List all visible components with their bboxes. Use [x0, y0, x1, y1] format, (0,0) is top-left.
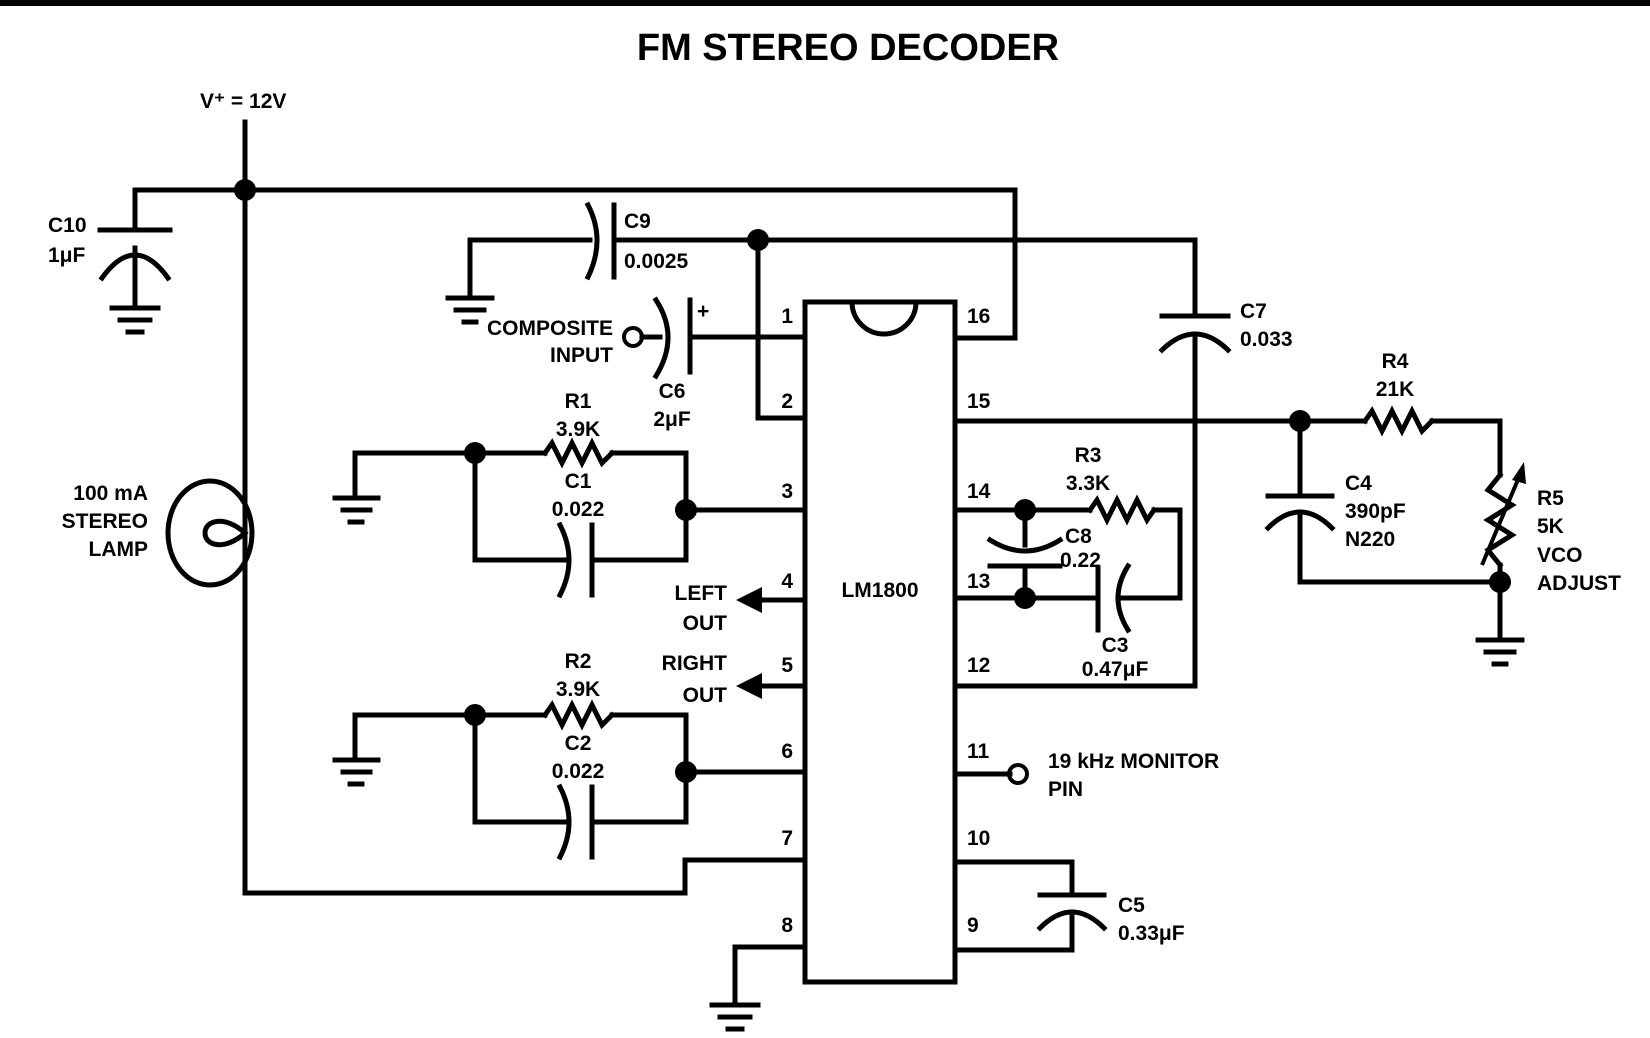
c10-ref: C10 [48, 214, 87, 237]
r3-value: 3.3K [1066, 472, 1110, 495]
c5-ref: C5 [1118, 894, 1145, 917]
ic-lm1800 [802, 299, 958, 985]
c3-ref: C3 [1102, 634, 1129, 657]
lamp-label-2: STEREO [62, 510, 148, 533]
r4-ref: R4 [1382, 350, 1409, 373]
c8-value: 0.22 [1060, 549, 1101, 572]
r5-note-1: VCO [1537, 544, 1583, 567]
c2-value: 0.022 [552, 760, 605, 783]
ic-name: LM1800 [841, 579, 918, 602]
c7-value: 0.033 [1240, 328, 1293, 351]
c9-value: 0.0025 [624, 250, 689, 273]
composite-label-1: COMPOSITE [487, 317, 613, 340]
c5-value: 0.33μF [1118, 922, 1185, 945]
composite-input-connector[interactable] [622, 326, 663, 348]
c10-value: 1μF [48, 244, 86, 267]
r4-value: 21K [1376, 378, 1415, 401]
c4-extra: N220 [1345, 528, 1395, 551]
r1-ref: R1 [565, 390, 592, 413]
c4-value: 390pF [1345, 500, 1406, 523]
right-out-label-2: OUT [683, 684, 728, 707]
supply-label: V⁺ = 12V [200, 90, 286, 113]
pin-14: 14 [967, 480, 991, 503]
r5-value: 5K [1537, 515, 1564, 538]
composite-label-2: INPUT [550, 344, 613, 367]
junction-dot [675, 761, 697, 783]
c2-ref: C2 [565, 732, 592, 755]
r3-ref: R3 [1075, 444, 1102, 467]
pin-12: 12 [967, 654, 990, 677]
c6-polarity-label: + [697, 300, 709, 323]
c1-value: 0.022 [552, 498, 605, 521]
c3-value: 0.47μF [1082, 658, 1149, 681]
pin-8: 8 [781, 914, 793, 937]
capacitor-c9 [445, 201, 1198, 421]
right-out-arrow-icon [736, 673, 808, 699]
lamp-label-1: 100 mA [73, 482, 148, 505]
junction-dot [1014, 587, 1036, 609]
c7-ref: C7 [1240, 300, 1267, 323]
pin-6: 6 [781, 740, 793, 763]
junction-dot [464, 704, 486, 726]
right-out-label-1: RIGHT [662, 652, 728, 675]
pin-15: 15 [967, 390, 991, 413]
c6-value: 2μF [653, 408, 691, 431]
deemphasis-right-network [332, 699, 808, 861]
r2-value: 3.9K [556, 678, 600, 701]
phase-detector-filter [952, 494, 1183, 634]
pin-numbers: 1 2 3 4 5 6 7 8 9 10 11 12 13 14 15 16 [781, 305, 990, 937]
pin-9: 9 [967, 914, 979, 937]
r2-ref: R2 [565, 650, 592, 673]
pin-7: 7 [781, 827, 793, 850]
diagram-title: FM STEREO DECODER [637, 27, 1059, 69]
capacitor-c5 [952, 859, 1108, 953]
junction-dot [675, 499, 697, 521]
lamp-label-3: LAMP [89, 538, 149, 561]
pin-16: 16 [967, 305, 990, 328]
ground-pin8-icon [709, 944, 808, 1032]
stereo-lamp-icon [165, 478, 255, 588]
pin-11: 11 [967, 740, 990, 763]
pin-4: 4 [781, 570, 793, 593]
pin-5: 5 [781, 654, 793, 677]
capacitor-c10 [97, 187, 173, 335]
deemphasis-left-network [332, 437, 808, 599]
c8-ref: C8 [1065, 525, 1092, 548]
top-border-rule [0, 0, 1650, 6]
pin-3: 3 [781, 480, 793, 503]
pin-10: 10 [967, 827, 990, 850]
c9-ref: C9 [624, 210, 651, 233]
left-out-label-2: OUT [683, 612, 728, 635]
junction-dot [234, 179, 256, 201]
r5-note-2: ADJUST [1537, 572, 1621, 595]
c1-ref: C1 [565, 470, 592, 493]
pin-13: 13 [967, 570, 990, 593]
vco-network [952, 405, 1526, 667]
c4-ref: C4 [1345, 472, 1372, 495]
left-out-arrow-icon [736, 587, 808, 613]
r5-ref: R5 [1537, 487, 1564, 510]
capacitor-c7 [952, 237, 1232, 689]
junction-dot [464, 442, 486, 464]
capacitor-c6 [652, 296, 808, 380]
c6-ref: C6 [659, 380, 686, 403]
pin-1: 1 [781, 305, 793, 328]
pin7-wire [242, 857, 808, 896]
monitor-label-2: PIN [1048, 778, 1083, 801]
r1-value: 3.9K [556, 418, 600, 441]
monitor-pin-connector[interactable] [952, 763, 1029, 785]
pin-2: 2 [781, 390, 793, 413]
monitor-label-1: 19 kHz MONITOR [1048, 750, 1219, 773]
left-out-label-1: LEFT [675, 582, 728, 605]
junction-dot [1489, 571, 1511, 593]
